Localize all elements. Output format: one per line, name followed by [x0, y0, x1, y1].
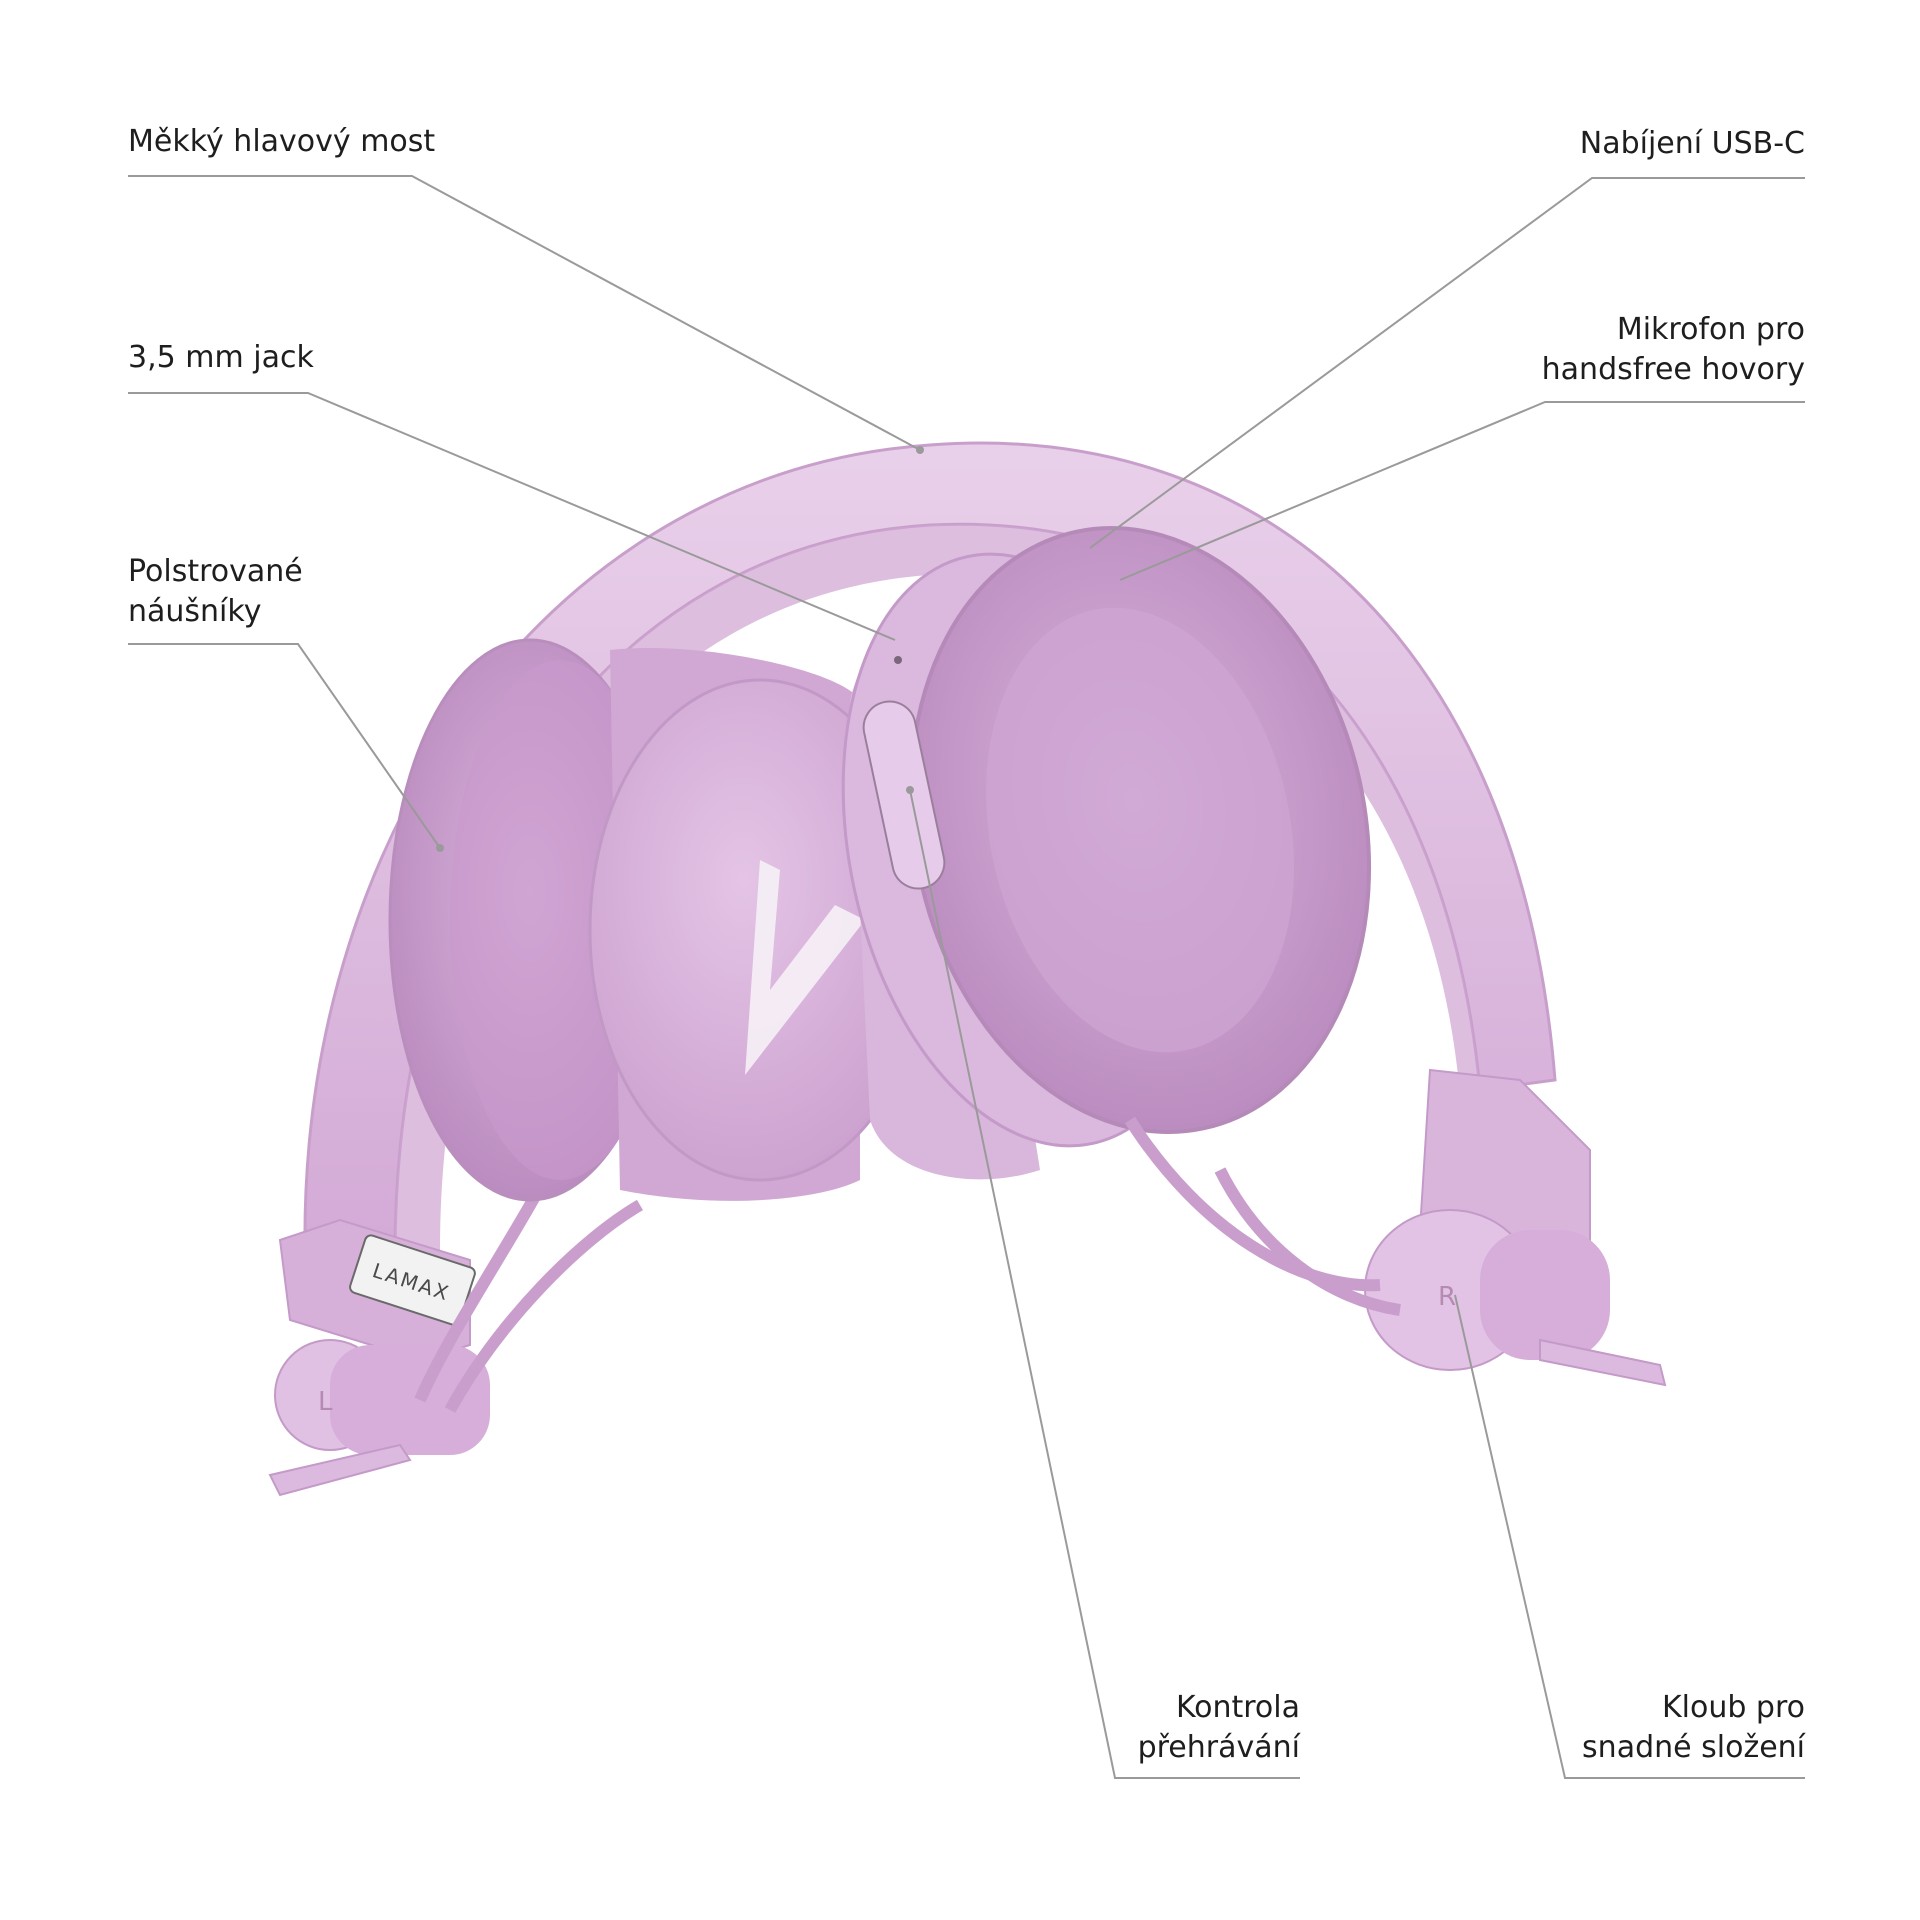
callout-microphone: Mikrofon pro handsfree hovory — [1542, 310, 1805, 390]
right-hinge: R — [1124, 1068, 1667, 1387]
callout-playback-line-1: Kontrola — [1175, 1690, 1300, 1725]
headband — [303, 441, 1557, 1257]
callout-hinge-line-1: Kloub pro — [1661, 1690, 1805, 1725]
callout-jack: 3,5 mm jack — [128, 338, 314, 378]
left-hinge: LAMAX L — [268, 1147, 644, 1497]
callout-headband-line: Měkký hlavový most — [128, 124, 436, 159]
callout-playback-line-2: přehrávání — [1137, 1730, 1300, 1765]
right-marker: R — [1438, 1282, 1456, 1312]
callout-jack-line: 3,5 mm jack — [128, 340, 314, 375]
leader-usb-c — [1089, 177, 1805, 549]
callout-hinge-line-2: snadné složení — [1582, 1730, 1805, 1765]
callout-ear-cushions-line-1: Polstrované — [128, 554, 303, 589]
callout-hinge: Kloub pro snadné složení — [1582, 1688, 1805, 1768]
playback-controls — [862, 700, 946, 890]
leader-hinge — [1454, 1294, 1805, 1779]
left-marker: L — [318, 1387, 333, 1417]
brand-chevron-mark — [745, 860, 865, 1075]
callout-ear-cushions-line-2: náušníky — [128, 594, 262, 629]
callout-playback: Kontrola přehrávání — [1138, 1688, 1300, 1768]
right-earcup — [841, 526, 1372, 1180]
leader-microphone — [1119, 401, 1805, 581]
callout-headband: Měkký hlavový most — [128, 122, 435, 162]
callout-ear-cushions: Polstrované náušníky — [128, 552, 303, 632]
leader-jack — [128, 392, 896, 641]
microphone-hole — [894, 656, 902, 664]
callout-usb-c-line: Nabíjení USB-C — [1579, 126, 1805, 161]
leader-headband — [128, 175, 921, 451]
brand-plate — [349, 1234, 476, 1326]
callout-usb-c: Nabíjení USB-C — [1580, 124, 1805, 164]
leader-lines — [128, 175, 1805, 1779]
callout-microphone-line-1: Mikrofon pro — [1616, 312, 1805, 347]
callout-microphone-line-2: handsfree hovory — [1541, 352, 1805, 387]
leader-ear-cushions — [128, 643, 441, 849]
leader-playback — [909, 789, 1300, 1779]
